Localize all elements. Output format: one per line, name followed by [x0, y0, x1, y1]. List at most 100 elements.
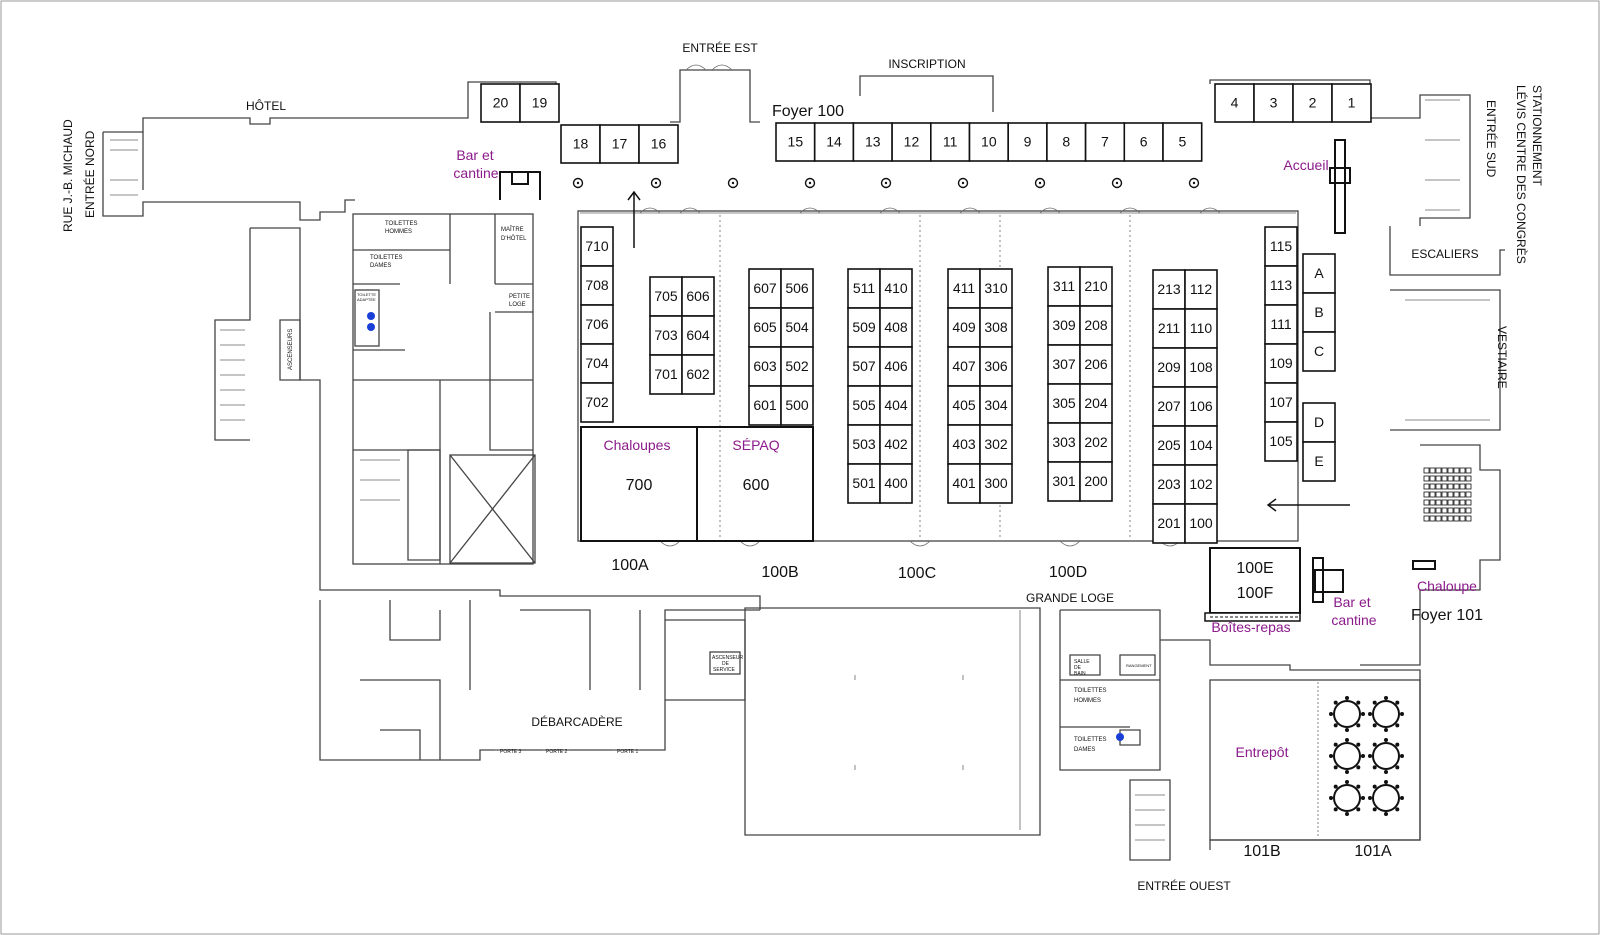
booth-206-number: 206 [1084, 356, 1108, 372]
sepaq-label: SÉPAQ [732, 437, 779, 453]
seat-icon [1459, 475, 1466, 482]
booth-210 [1079, 266, 1113, 307]
booth-703-number: 703 [654, 327, 678, 343]
ascenseur-service-label: ASCENSEUR [712, 655, 744, 661]
chair-icon [1329, 712, 1333, 716]
booth-113 [1264, 265, 1298, 306]
seat-icon [1459, 491, 1466, 498]
seat-icon [1465, 491, 1472, 498]
booth-17-number: 17 [612, 136, 628, 152]
booth-501-number: 501 [852, 475, 876, 491]
booth-213 [1152, 269, 1186, 310]
round-table-icon [1372, 742, 1400, 770]
chair-icon [1384, 728, 1388, 732]
booth-9 [1007, 122, 1048, 162]
booth-E-number: E [1314, 453, 1323, 469]
booth-503-number: 503 [852, 436, 876, 452]
booth-600-label: 600 [743, 477, 770, 494]
chair-icon [1361, 796, 1365, 800]
booth-404 [879, 385, 913, 426]
booth-208-number: 208 [1084, 317, 1108, 333]
booth-401 [947, 463, 981, 504]
seat-icon [1447, 507, 1454, 514]
booth-112-number: 112 [1190, 281, 1213, 297]
booth-505-number: 505 [852, 397, 876, 413]
seat-icon [1465, 507, 1472, 514]
booth-509 [847, 307, 881, 348]
booth-311-number: 311 [1053, 278, 1076, 294]
seat-icon [1465, 467, 1472, 474]
foyer-100-label: Foyer 100 [772, 103, 844, 120]
booth-D-number: D [1314, 414, 1324, 430]
toilettes-dames-label: DAMES [370, 263, 391, 269]
chair-icon [1356, 765, 1361, 770]
chair-icon [1356, 784, 1361, 789]
booth-601-number: 601 [753, 397, 777, 413]
round-table-icon [1372, 784, 1400, 812]
booth-1-number: 1 [1348, 95, 1356, 111]
booth-706-number: 706 [585, 316, 609, 332]
seat-icon [1423, 499, 1430, 506]
booth-104 [1184, 425, 1218, 466]
round-table-icon [1333, 700, 1361, 728]
seat-icon [1423, 507, 1430, 514]
large-booths: Chaloupes 700 SÉPAQ 600 [580, 426, 814, 542]
levis-centre-label: LÉVIS CENTRE DES CONGRÈS [1514, 85, 1529, 264]
chair-icon [1345, 812, 1349, 816]
seat-icon [1465, 515, 1472, 522]
booth-109-number: 109 [1269, 355, 1293, 371]
seat-icon [1429, 491, 1436, 498]
booth-108-number: 108 [1189, 359, 1213, 375]
room-100e-label: 100E [1236, 560, 1273, 577]
booth-511-number: 511 [853, 280, 876, 296]
booth-20 [480, 83, 521, 123]
booth-405 [947, 385, 981, 426]
booth-A-number: A [1314, 265, 1324, 281]
inscription-label: INSCRIPTION [888, 57, 965, 71]
booth-310-number: 310 [984, 280, 1008, 296]
booth-607-number: 607 [753, 280, 777, 296]
room-100f-label: 100F [1237, 585, 1274, 602]
porte-2-label: PORTE 2 [546, 749, 568, 755]
room-100b-label: 100B [761, 564, 798, 581]
booth-14-number: 14 [826, 134, 842, 150]
toilettes-hommes-2-label: TOILETTES [1074, 688, 1107, 694]
booth-113-number: 113 [1270, 277, 1293, 293]
toilette-adaptee-label: ADAPTÉE [357, 297, 376, 302]
chair-icon [1345, 780, 1349, 784]
booth-12-number: 12 [904, 134, 920, 150]
pillar-dot [1115, 181, 1119, 185]
seat-icon [1435, 499, 1442, 506]
booth-701 [649, 354, 683, 395]
toilettes-hommes-2-label: HOMMES [1074, 698, 1101, 704]
booth-14 [813, 122, 855, 162]
seat-icon [1441, 507, 1448, 514]
seat-icon [1435, 515, 1442, 522]
chair-icon [1345, 696, 1349, 700]
purple-labels: Bar et cantine Accueil Bar et cantine Ch… [453, 147, 1477, 760]
booth-406-number: 406 [884, 358, 908, 374]
chaloupes-label: Chaloupes [604, 437, 671, 453]
chair-icon [1395, 807, 1400, 812]
booth-211-number: 211 [1158, 320, 1181, 336]
chair-icon [1384, 812, 1388, 816]
salle-bain-label: SALLE [1074, 659, 1090, 665]
seat-icon [1465, 475, 1472, 482]
fountain-icons [367, 312, 1124, 741]
entree-nord-label: ENTRÉE NORD [82, 130, 97, 218]
booth-200-number: 200 [1084, 473, 1108, 489]
booth-11-number: 11 [943, 134, 958, 150]
booth-13-number: 13 [865, 134, 881, 150]
chair-icon [1395, 742, 1400, 747]
chair-icon [1395, 784, 1400, 789]
fountain-icon [367, 312, 375, 320]
booth-106 [1184, 386, 1218, 427]
seat-icon [1447, 499, 1454, 506]
booth-309-number: 309 [1052, 317, 1076, 333]
accueil-label: Accueil [1283, 157, 1328, 173]
booth-606-number: 606 [686, 288, 710, 304]
debarcadere-label: DÉBARCADÈRE [531, 714, 622, 729]
petite-loge-label: PETITE [509, 294, 530, 300]
